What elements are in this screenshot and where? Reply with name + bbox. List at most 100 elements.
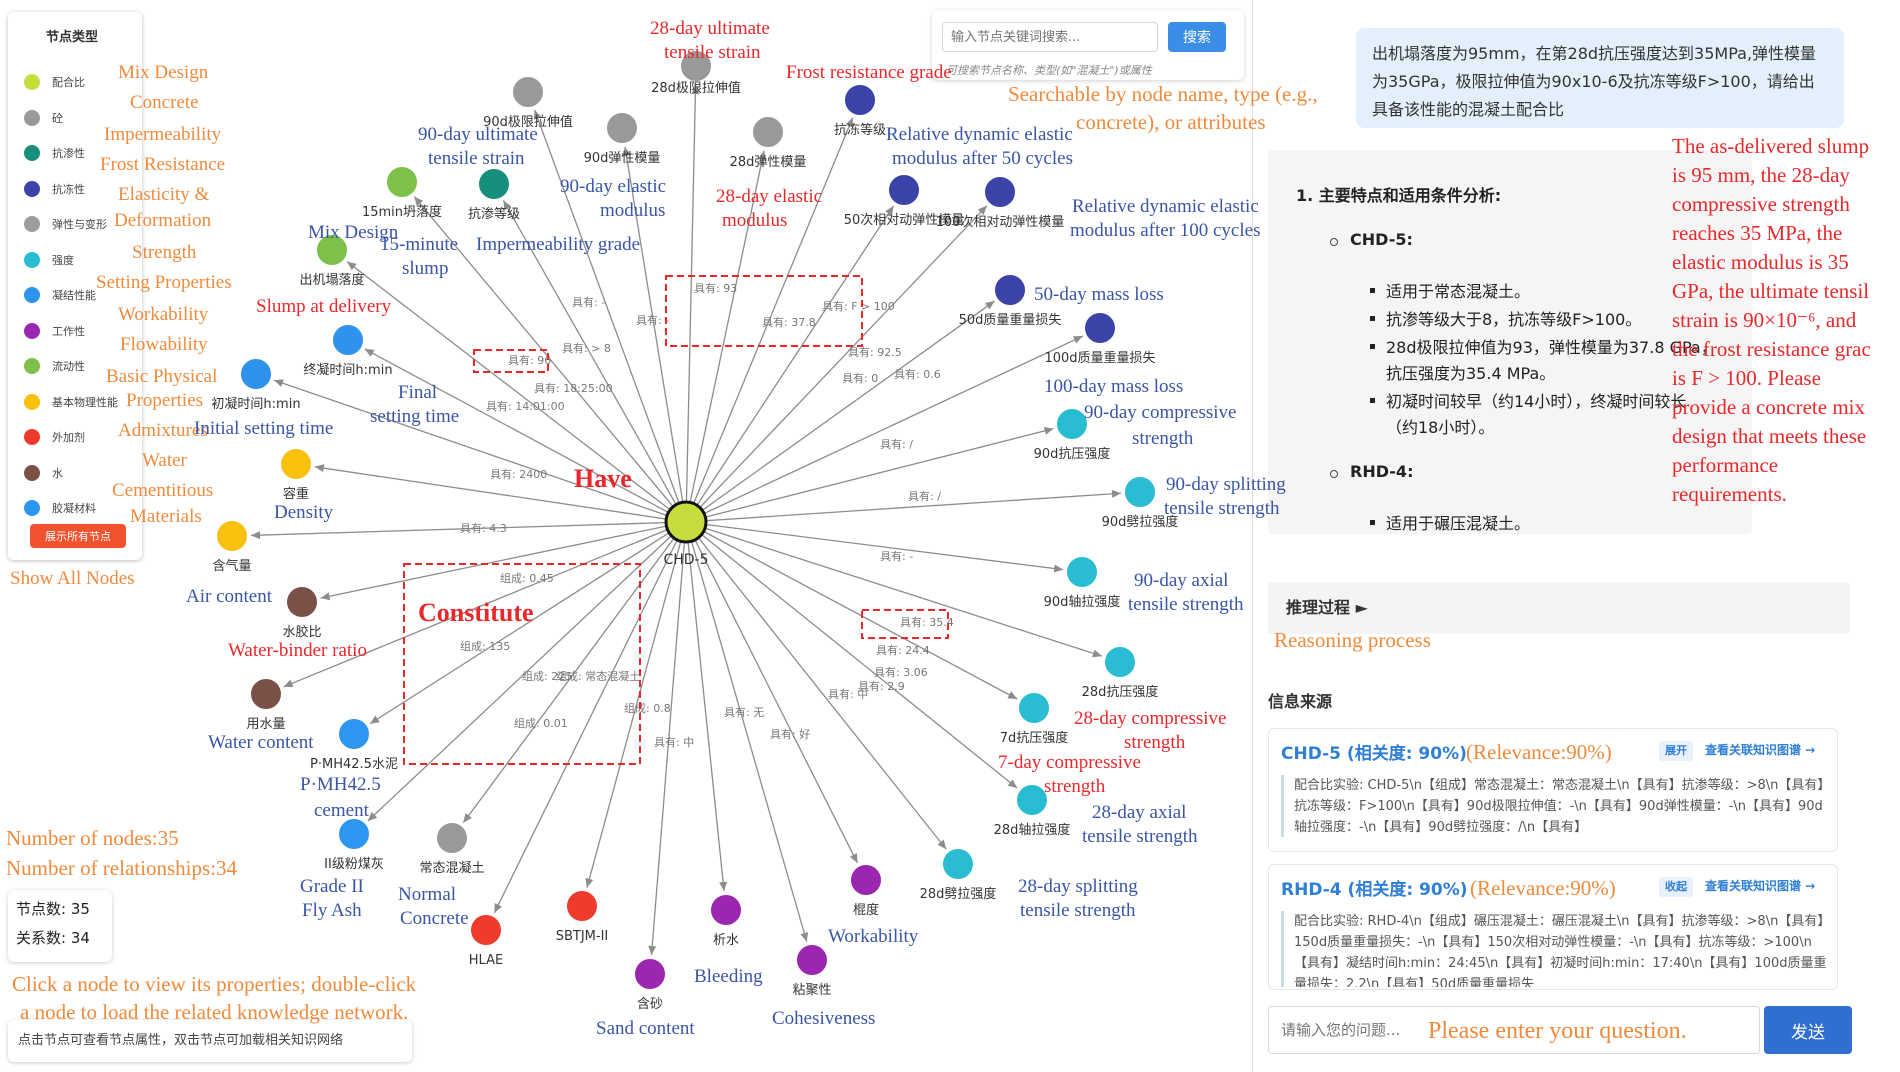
graph-node[interactable]: 90d轴拉强度 (1044, 555, 1121, 610)
node-circle[interactable] (941, 847, 975, 881)
graph-node[interactable]: 90d极限拉伸值 (483, 75, 573, 130)
graph-node[interactable]: 28d劈拉强度 (920, 847, 997, 902)
collapse-button[interactable]: 收起 (1659, 877, 1693, 897)
graph-node[interactable]: 15min坍落度 (362, 165, 442, 220)
node-circle[interactable] (1055, 407, 1089, 441)
node-circle[interactable] (511, 75, 545, 109)
node-search-input[interactable] (942, 22, 1158, 52)
graph-node[interactable]: 出机塌落度 (299, 233, 365, 288)
graph-node[interactable]: 粘聚性 (792, 943, 832, 998)
legend-item[interactable]: 基本物理性能 (24, 393, 118, 410)
legend-item[interactable]: 工作性 (24, 322, 85, 339)
source-title[interactable]: CHD-5 (相关度: 90%) (1281, 744, 1467, 764)
view-kg-link[interactable]: 查看关联知识图谱 → (1705, 743, 1816, 757)
node-circle[interactable] (849, 863, 883, 897)
node-circle[interactable] (983, 175, 1017, 209)
node-circle[interactable] (469, 913, 503, 947)
node-circle[interactable] (1017, 691, 1051, 725)
node-circle[interactable] (435, 821, 469, 855)
expand-button[interactable]: 展开 (1659, 741, 1693, 761)
node-circle[interactable] (239, 357, 273, 391)
node-circle[interactable] (565, 889, 599, 923)
node-circle[interactable] (605, 111, 639, 145)
graph-node[interactable]: 28d轴拉强度 (994, 783, 1071, 838)
graph-node[interactable]: 含气量 (212, 519, 252, 574)
legend-item[interactable]: 弹性与变形 (24, 216, 107, 232)
node-circle[interactable] (1083, 311, 1117, 345)
graph-node[interactable]: 抗冻等级 (834, 83, 886, 138)
graph-node[interactable]: 28d抗压强度 (1082, 645, 1159, 700)
graph-node[interactable]: 析水 (709, 893, 743, 948)
edge-arrowhead (845, 117, 854, 128)
graph-node[interactable]: 28d弹性模量 (730, 115, 807, 170)
node-circle[interactable] (887, 173, 921, 207)
node-circle[interactable] (285, 585, 319, 619)
graph-node[interactable]: II级粉煤灰 (324, 817, 384, 872)
node-circle[interactable] (679, 49, 713, 83)
send-button[interactable]: 发送 (1764, 1006, 1852, 1054)
question-input[interactable] (1268, 1006, 1760, 1054)
node-circle[interactable] (1123, 475, 1157, 509)
graph-node[interactable]: 含砂 (633, 957, 667, 1012)
node-circle[interactable] (795, 943, 829, 977)
graph-node[interactable]: 容重 (279, 447, 313, 502)
graph-node[interactable]: 终凝时间h:min (303, 323, 393, 378)
source-title[interactable]: RHD-4 (相关度: 90%) (1281, 880, 1468, 900)
center-node-circle[interactable] (664, 500, 708, 544)
node-circle[interactable] (1065, 555, 1099, 589)
graph-node[interactable]: 7d抗压强度 (1000, 691, 1069, 746)
legend-item[interactable]: 抗冻性 (24, 180, 85, 197)
graph-node[interactable]: 28d极限拉伸值 (651, 49, 741, 96)
graph-node[interactable]: 90d弹性模量 (584, 111, 661, 166)
legend-item[interactable]: 凝结性能 (24, 287, 96, 303)
node-circle[interactable] (337, 717, 371, 751)
node-circle[interactable] (315, 233, 349, 267)
node-circle[interactable] (633, 957, 667, 991)
graph-node[interactable]: 水胶比 (282, 585, 322, 640)
node-circle[interactable] (477, 167, 511, 201)
graph-node[interactable]: 90d抗压强度 (1034, 407, 1111, 462)
graph-node[interactable]: 棍度 (849, 863, 883, 918)
legend-item[interactable]: 外加剂 (24, 429, 85, 445)
graph-node[interactable]: 常态混凝土 (419, 821, 485, 876)
graph-node[interactable]: 50d质量重量损失 (959, 273, 1062, 328)
node-circle[interactable] (279, 447, 313, 481)
graph-node[interactable]: 100次相对动弹性模量 (936, 175, 1065, 230)
node-circle[interactable] (1015, 783, 1049, 817)
legend-item[interactable]: 水 (24, 464, 63, 481)
node-circle[interactable] (751, 115, 785, 149)
node-circle[interactable] (993, 273, 1027, 307)
legend-item[interactable]: 砼 (24, 109, 63, 126)
search-button[interactable]: 搜索 (1168, 22, 1226, 52)
graph-node[interactable]: 100d质量重量损失 (1044, 311, 1156, 366)
legend-item[interactable]: 强度 (24, 251, 74, 268)
reasoning-toggle[interactable]: 推理过程 ► (1268, 582, 1850, 634)
node-circle[interactable] (249, 677, 283, 711)
graph-node[interactable]: P·MH42.5水泥 (310, 717, 398, 772)
graph-node[interactable]: HLAE (469, 913, 503, 968)
node-circle[interactable] (215, 519, 249, 553)
graph-node[interactable]: 90d劈拉强度 (1102, 475, 1179, 530)
legend-item[interactable]: 流动性 (24, 358, 85, 374)
help-hint: 点击节点可查看节点属性，双击节点可加载相关知识网络 (8, 1020, 412, 1062)
node-circle[interactable] (709, 893, 743, 927)
graph-node[interactable]: 用水量 (246, 677, 286, 732)
graph-node[interactable]: 初凝时间h:min (211, 357, 301, 412)
english-annotation: performance (1672, 453, 1779, 477)
graph-node[interactable]: 50次相对动弹性模量 (844, 173, 965, 228)
graph-node[interactable]: SBTJM-II (556, 889, 609, 944)
view-kg-link[interactable]: 查看关联知识图谱 → (1705, 879, 1816, 893)
node-circle[interactable] (843, 83, 877, 117)
node-circle[interactable] (1103, 645, 1137, 679)
legend-item[interactable]: 胶凝材料 (24, 500, 96, 516)
legend-item[interactable]: 配合比 (24, 74, 85, 90)
graph-node[interactable]: 抗渗等级 (468, 167, 520, 222)
node-circle[interactable] (337, 817, 371, 851)
center-node[interactable]: CHD-5 (663, 500, 709, 568)
legend-item[interactable]: 抗渗性 (24, 145, 85, 161)
node-circle[interactable] (385, 165, 419, 199)
show-all-nodes-button[interactable]: 展示所有节点 (30, 524, 126, 548)
node-circle[interactable] (331, 323, 365, 357)
